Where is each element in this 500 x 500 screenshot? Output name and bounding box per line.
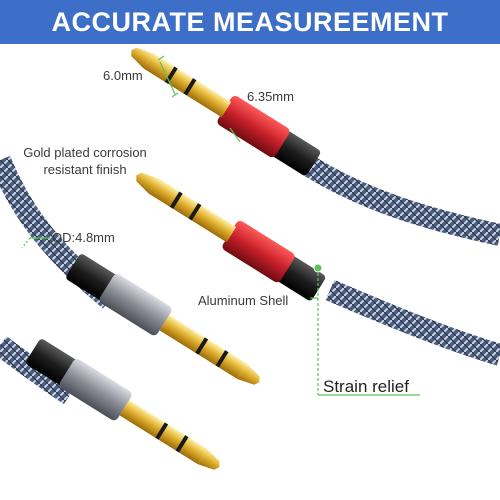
leader-dot — [313, 263, 323, 273]
tip-diameter-label: 6.0mm — [103, 68, 143, 83]
gray-plug — [26, 339, 220, 470]
cable — [293, 150, 500, 246]
outer-diameter-label: OD:4.8mm — [52, 230, 115, 245]
red-plug — [131, 47, 321, 176]
strain-relief-label: Strain relief — [323, 377, 409, 396]
gray-plug — [66, 254, 260, 385]
gold-finish-label: Gold plated corrosion resistant finish — [6, 144, 164, 178]
cable — [0, 336, 77, 405]
red-plug — [136, 172, 326, 301]
banner-title: ACCURATE MEASUREEMENT — [51, 7, 449, 37]
cable — [325, 279, 500, 366]
plug-diameter-label: 6.35mm — [247, 89, 294, 104]
title-banner — [0, 0, 500, 44]
aluminum-shell-label: Aluminum Shell — [198, 293, 289, 308]
gold-finish-line1: Gold plated corrosion — [23, 145, 147, 160]
gold-finish-line2: resistant finish — [43, 162, 127, 177]
leader-lines — [21, 55, 420, 396]
